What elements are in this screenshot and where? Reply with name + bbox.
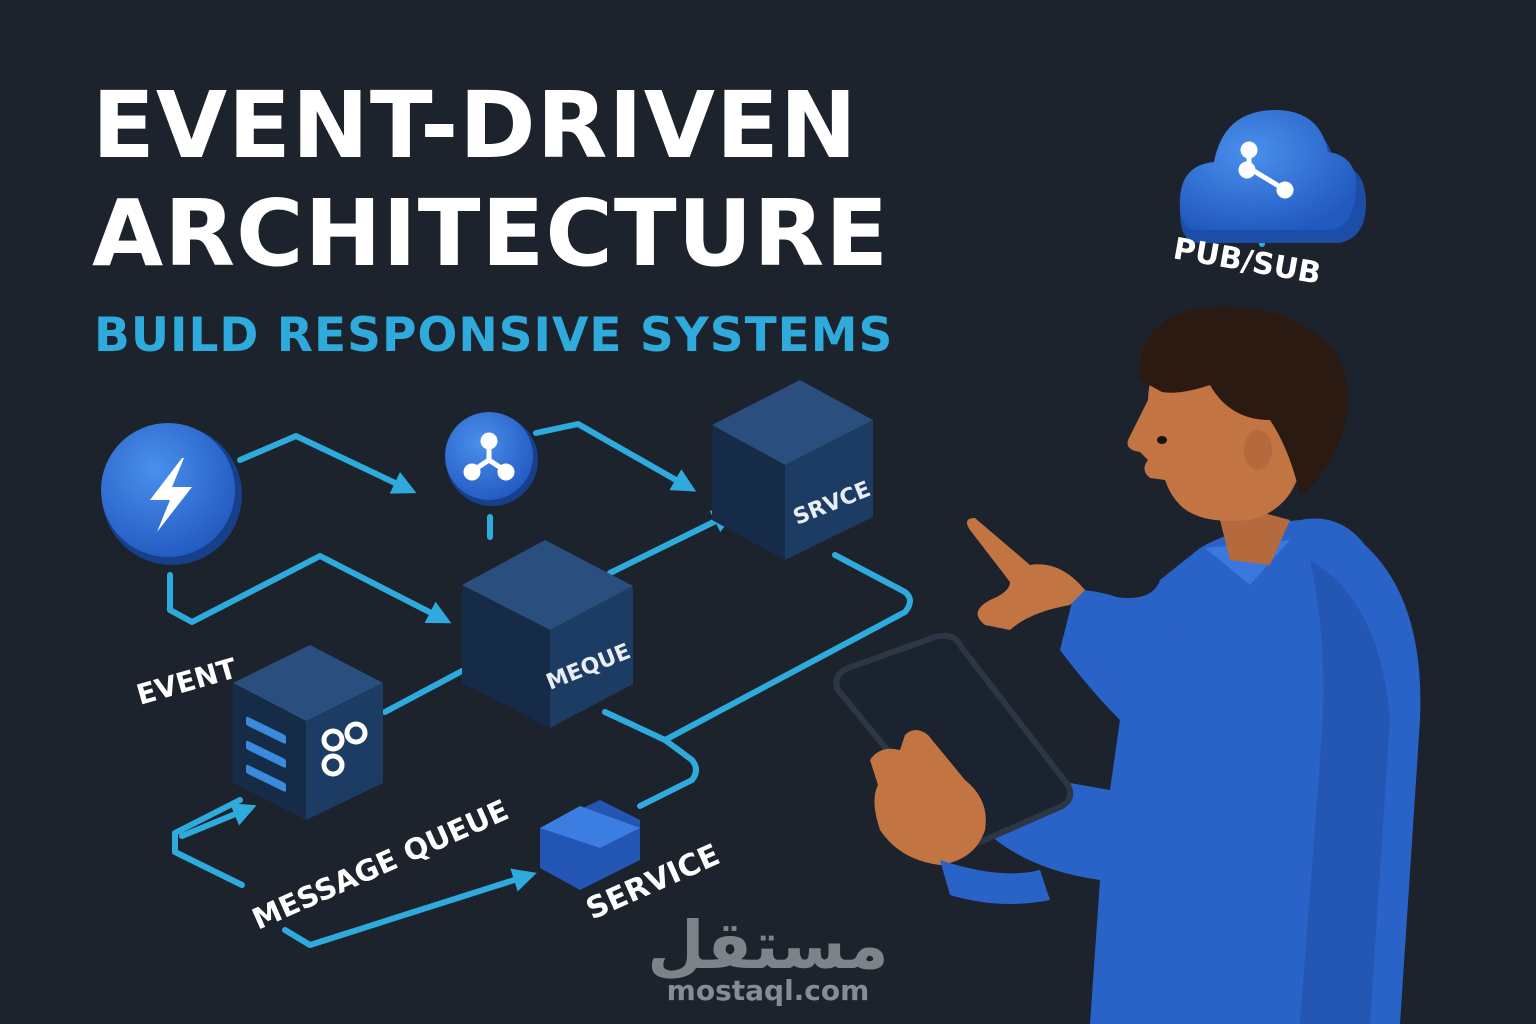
meque-cube: MEQUE — [462, 540, 634, 728]
arrow-event-to-hub — [237, 433, 417, 494]
watermark-site: mostaql.com — [667, 974, 870, 1007]
hamburger-icon — [246, 716, 286, 792]
lightning-icon — [150, 458, 192, 532]
service-block — [540, 800, 640, 890]
event-label: EVENT — [133, 652, 241, 712]
person-illustration — [833, 306, 1421, 1024]
subtitle: BUILD RESPONSIVE SYSTEMS — [94, 308, 894, 363]
cloud-share-icon — [1179, 110, 1357, 230]
arrow-to-service — [282, 868, 537, 948]
arrow-loop-up — [179, 803, 257, 839]
link-nodes-icon — [321, 721, 368, 777]
message-queue-cube — [233, 645, 383, 820]
srvce-cube: SRVCE — [712, 380, 874, 560]
arrow-event-to-meque — [167, 553, 452, 625]
hub-node — [445, 412, 538, 506]
arrow-hub-to-srvce — [533, 421, 697, 492]
share-nodes-icon — [463, 432, 515, 481]
message-queue-label: MESSAGE QUEUE — [247, 793, 514, 937]
line-to-service — [637, 737, 699, 809]
cloud-pubsub: PUB/SUB — [1171, 110, 1366, 292]
event-node — [101, 423, 242, 565]
title-line-2: ARCHITECTURE — [92, 180, 890, 287]
line-loop-left — [172, 797, 245, 888]
title-line-1: EVENT-DRIVEN — [92, 72, 858, 179]
arrow-meque-to-srvce — [607, 510, 737, 576]
watermark: مستقل mostaql.com — [647, 907, 888, 1007]
line-srvce-down — [602, 552, 913, 743]
watermark-arabic: مستقل — [647, 907, 888, 984]
